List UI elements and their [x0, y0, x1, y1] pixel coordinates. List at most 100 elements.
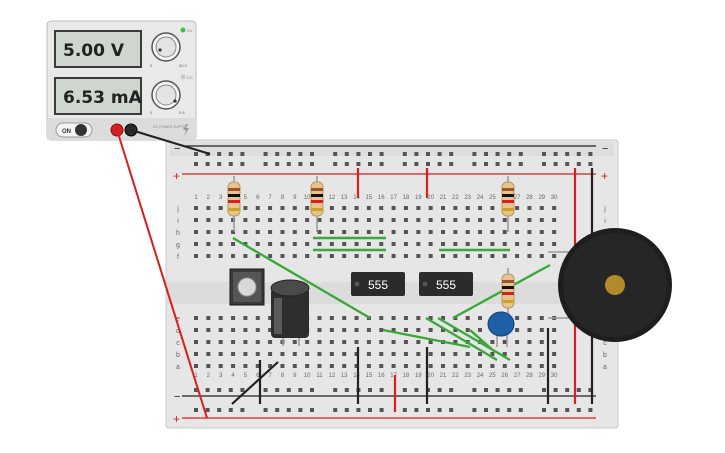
terminal-hole[interactable] [305, 218, 310, 222]
terminal-hole[interactable] [366, 328, 371, 332]
rail-hole[interactable] [518, 388, 523, 392]
rail-hole[interactable] [588, 408, 593, 412]
rail-hole[interactable] [217, 388, 222, 392]
terminal-hole[interactable] [527, 218, 532, 222]
terminal-hole[interactable] [539, 328, 544, 332]
rail-hole[interactable] [402, 388, 407, 392]
terminal-hole[interactable] [268, 364, 273, 368]
terminal-hole[interactable] [342, 230, 347, 234]
rail-hole[interactable] [333, 408, 338, 412]
rail-hole[interactable] [286, 162, 291, 166]
terminal-hole[interactable] [379, 242, 384, 246]
terminal-hole[interactable] [366, 206, 371, 210]
rail-hole[interactable] [472, 162, 477, 166]
terminal-hole[interactable] [490, 206, 495, 210]
terminal-hole[interactable] [465, 352, 470, 356]
terminal-hole[interactable] [218, 316, 223, 320]
terminal-hole[interactable] [280, 218, 285, 222]
terminal-hole[interactable] [317, 316, 322, 320]
terminal-hole[interactable] [194, 254, 198, 258]
terminal-hole[interactable] [268, 340, 273, 344]
terminal-hole[interactable] [416, 316, 421, 320]
breadboard-holes[interactable] [194, 152, 593, 412]
terminal-hole[interactable] [268, 230, 273, 234]
terminal-hole[interactable] [403, 206, 408, 210]
terminal-hole[interactable] [218, 206, 223, 210]
terminal-hole[interactable] [527, 352, 532, 356]
terminal-hole[interactable] [329, 340, 334, 344]
terminal-hole[interactable] [255, 352, 260, 356]
black-diagonal-wire[interactable] [231, 361, 279, 405]
terminal-hole[interactable] [441, 254, 445, 258]
terminal-hole[interactable] [527, 328, 532, 332]
terminal-hole[interactable] [478, 316, 483, 320]
terminal-hole[interactable] [490, 230, 495, 234]
terminal-hole[interactable] [268, 242, 273, 246]
terminal-hole[interactable] [391, 352, 396, 356]
rail-hole[interactable] [263, 152, 268, 156]
terminal-hole[interactable] [305, 340, 310, 344]
rail-hole[interactable] [495, 388, 500, 392]
terminal-hole[interactable] [490, 364, 495, 368]
rail-hole[interactable] [310, 388, 314, 392]
terminal-hole[interactable] [428, 340, 433, 344]
rail-hole[interactable] [553, 152, 558, 156]
rail-hole[interactable] [298, 152, 303, 156]
power-toggle-switch[interactable]: ON [55, 122, 93, 138]
rail-hole[interactable] [379, 408, 384, 412]
ic-555-2[interactable]: 555 [419, 272, 473, 296]
terminal-hole[interactable] [206, 340, 211, 344]
terminal-hole[interactable] [218, 340, 223, 344]
terminal-hole[interactable] [539, 254, 544, 258]
terminal-hole[interactable] [428, 242, 433, 246]
rail-hole[interactable] [518, 162, 523, 166]
rail-hole[interactable] [414, 388, 419, 392]
rail-hole[interactable] [588, 162, 593, 166]
rail-hole[interactable] [507, 162, 512, 166]
terminal-hole[interactable] [366, 230, 371, 234]
terminal-hole[interactable] [255, 254, 260, 258]
rail-hole[interactable] [495, 152, 500, 156]
terminal-hole[interactable] [280, 364, 285, 368]
terminal-hole[interactable] [354, 242, 359, 246]
terminal-hole[interactable] [416, 230, 421, 234]
terminal-hole[interactable] [317, 328, 322, 332]
terminal-hole[interactable] [218, 328, 223, 332]
terminal-hole[interactable] [280, 254, 285, 258]
terminal-hole[interactable] [539, 340, 544, 344]
terminal-hole[interactable] [354, 230, 359, 234]
rail-hole[interactable] [588, 152, 593, 156]
terminal-hole[interactable] [342, 328, 347, 332]
terminal-hole[interactable] [342, 364, 347, 368]
terminal-hole[interactable] [515, 242, 520, 246]
terminal-hole[interactable] [268, 218, 273, 222]
terminal-hole[interactable] [428, 206, 433, 210]
terminal-hole[interactable] [231, 364, 236, 368]
terminal-hole[interactable] [453, 352, 458, 356]
rail-hole[interactable] [402, 408, 407, 412]
rail-hole[interactable] [542, 152, 546, 156]
terminal-hole[interactable] [342, 218, 347, 222]
rail-hole[interactable] [368, 408, 372, 412]
rail-hole[interactable] [286, 152, 291, 156]
rail-hole[interactable] [228, 388, 233, 392]
terminal-hole[interactable] [280, 352, 285, 356]
rail-hole[interactable] [344, 162, 349, 166]
rail-hole[interactable] [217, 162, 222, 166]
terminal-hole[interactable] [231, 218, 236, 222]
terminal-hole[interactable] [354, 364, 359, 368]
terminal-hole[interactable] [292, 352, 297, 356]
terminal-hole[interactable] [379, 316, 384, 320]
terminal-hole[interactable] [552, 218, 557, 222]
terminal-hole[interactable] [268, 328, 273, 332]
rail-hole[interactable] [449, 162, 454, 166]
terminal-hole[interactable] [416, 242, 421, 246]
terminal-hole[interactable] [416, 206, 421, 210]
terminal-hole[interactable] [231, 242, 236, 246]
rail-hole[interactable] [356, 152, 361, 156]
rail-hole[interactable] [379, 152, 384, 156]
terminal-hole[interactable] [515, 206, 520, 210]
terminal-hole[interactable] [453, 206, 458, 210]
terminal-hole[interactable] [206, 206, 211, 210]
terminal-hole[interactable] [478, 328, 483, 332]
